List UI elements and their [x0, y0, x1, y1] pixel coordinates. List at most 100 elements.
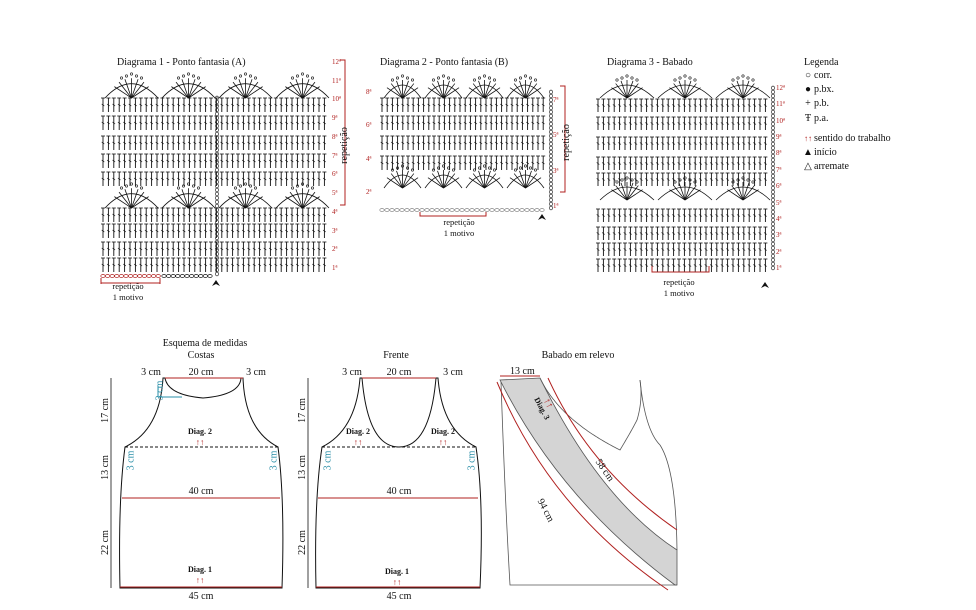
d1-dc-row-bar	[177, 263, 181, 267]
d3-dc-row-bar	[645, 214, 649, 217]
d2-fan-top-arc	[383, 84, 422, 99]
babado-title: Babado em relevo	[541, 350, 615, 361]
d3-dc-row-bar	[720, 162, 724, 165]
d3-dc-row-bar	[607, 264, 611, 267]
legend-label: início	[814, 147, 837, 158]
d2-turning-chain	[549, 89, 553, 95]
d3-fan-bottom-picot	[673, 180, 677, 184]
d1-side-bracket	[340, 59, 346, 206]
d2-fan-top-picot	[492, 78, 496, 82]
d3-dc-row-bar	[747, 162, 751, 165]
d1-row-number: 12ª	[332, 58, 341, 66]
d2-turning-chain	[549, 153, 553, 159]
d1-fan-bottom-stitch	[289, 191, 303, 209]
d2-turning-chain	[549, 157, 553, 163]
d2-fan-bottom-stitch	[525, 170, 532, 189]
d3-dc-row-bar	[650, 142, 654, 145]
d1-dc-row-bar	[198, 213, 202, 217]
d1-dc-row-bar	[150, 247, 154, 251]
d1-turning-chain	[215, 203, 219, 209]
d1-dc-row-bar	[301, 213, 305, 217]
d2-dc-row-bar	[500, 161, 504, 165]
d2-foundation-chain	[519, 208, 525, 212]
d1-dc-row-bar	[306, 177, 310, 181]
d1-fan-top-arc	[104, 83, 159, 99]
d1-fan-bottom-stitch	[118, 191, 132, 209]
d1-dc-row-bar	[295, 177, 299, 181]
d1-dc-row-bar	[252, 141, 256, 145]
d1-dc-row-bar	[106, 141, 110, 145]
d2-dc-row-bar	[432, 103, 436, 107]
d1-dc-row-bar	[160, 141, 164, 145]
d3-dc-row-bar	[704, 232, 708, 235]
d2-dc-row-bar	[442, 103, 446, 107]
d3-fan-top-stitch	[611, 87, 628, 99]
d2-fan-bottom-stitch	[468, 177, 485, 189]
d1-fan-bottom-picot	[140, 186, 144, 190]
d3-dc-row-bar	[731, 264, 735, 267]
d1-dc-row-bar	[123, 247, 127, 251]
d3-dc-row-bar	[666, 142, 670, 145]
d1-foundation-chain	[189, 274, 195, 278]
d1-dc-row-bar	[144, 177, 148, 181]
d1-fan-top-stitch	[124, 79, 132, 99]
d3-dc-row-bar	[618, 264, 622, 267]
d1-dc-row-bar	[112, 177, 116, 181]
babado-outer-line	[496, 381, 669, 591]
d1-dc-row-bar	[171, 103, 175, 107]
d3-dc-row-bar	[607, 162, 611, 165]
d1-dc-row-bar	[285, 213, 289, 217]
d1-dc-row-bar	[128, 213, 132, 217]
d1-dc-row-bar	[263, 213, 267, 217]
d3-fan-bottom-stitch	[669, 189, 686, 201]
d1-fan-top-stitch	[289, 81, 303, 99]
d3-row-number: 6ª	[776, 182, 782, 191]
d3-dc-row-bar	[612, 232, 616, 235]
d1-fan-top-stitch	[131, 81, 145, 99]
d3-dc-row-bar	[758, 264, 762, 267]
d3-dc-row-bar	[618, 122, 622, 125]
d2-dc-row-bar	[484, 141, 488, 145]
d2-fan-bottom-picot	[405, 166, 409, 170]
d3-dc-row-bar	[709, 214, 713, 217]
d3-turning-chain	[771, 121, 775, 127]
d1-dc-row-bar	[117, 141, 121, 145]
d1-dc-row-bar	[209, 141, 213, 145]
d1-dc-row-bar	[166, 159, 170, 163]
d2-dc-row-bar	[489, 141, 493, 145]
d1-dc-row-bar	[160, 159, 164, 163]
d1-fan-bottom-arc	[161, 193, 216, 209]
d2-fan-top-stitch	[402, 87, 419, 99]
d3-dc-row-bar	[628, 214, 632, 217]
d3-dc-row-bar	[623, 162, 627, 165]
d3-dc-row-bar	[596, 178, 600, 181]
d1-dc-row-bar	[193, 141, 197, 145]
d1-dc-row-bar	[312, 121, 316, 125]
d1-fan-top-stitch	[118, 81, 132, 99]
d1-fan-top-stitch	[131, 79, 139, 99]
d1-dc-row-bar	[198, 177, 202, 181]
d1-dc-row-bar	[279, 177, 283, 181]
d3-dc-row-bar	[736, 264, 740, 267]
d1-dc-row-bar	[112, 263, 116, 267]
d1-dc-row-bar	[209, 263, 213, 267]
d1-dc-row-bar	[263, 247, 267, 251]
d1-row-number: 10ª	[332, 95, 341, 104]
d1-dc-row-bar	[322, 159, 326, 163]
d1-fan-top-picot	[310, 76, 314, 80]
d3-dc-row-bar	[666, 214, 670, 217]
d1-dc-row-bar	[268, 121, 272, 125]
d1-foundation-chain	[118, 274, 124, 278]
d3-dc-row-bar	[661, 264, 665, 267]
d1-dc-row-bar	[220, 229, 224, 233]
d1-dc-row-bar	[177, 159, 181, 163]
d1-fan-bottom-stitch	[295, 189, 303, 209]
d3-row-number: 5ª	[776, 198, 782, 207]
d1-dc-row-bar	[236, 247, 240, 251]
d2-foundation-chain	[509, 208, 515, 212]
d3-dc-row-bar	[753, 178, 757, 181]
d2-dc-row-bar	[406, 121, 410, 125]
d1-dc-row-bar	[290, 247, 294, 251]
d2-fan-top-arc	[506, 84, 545, 99]
d1-dc-row-bar	[247, 141, 251, 145]
